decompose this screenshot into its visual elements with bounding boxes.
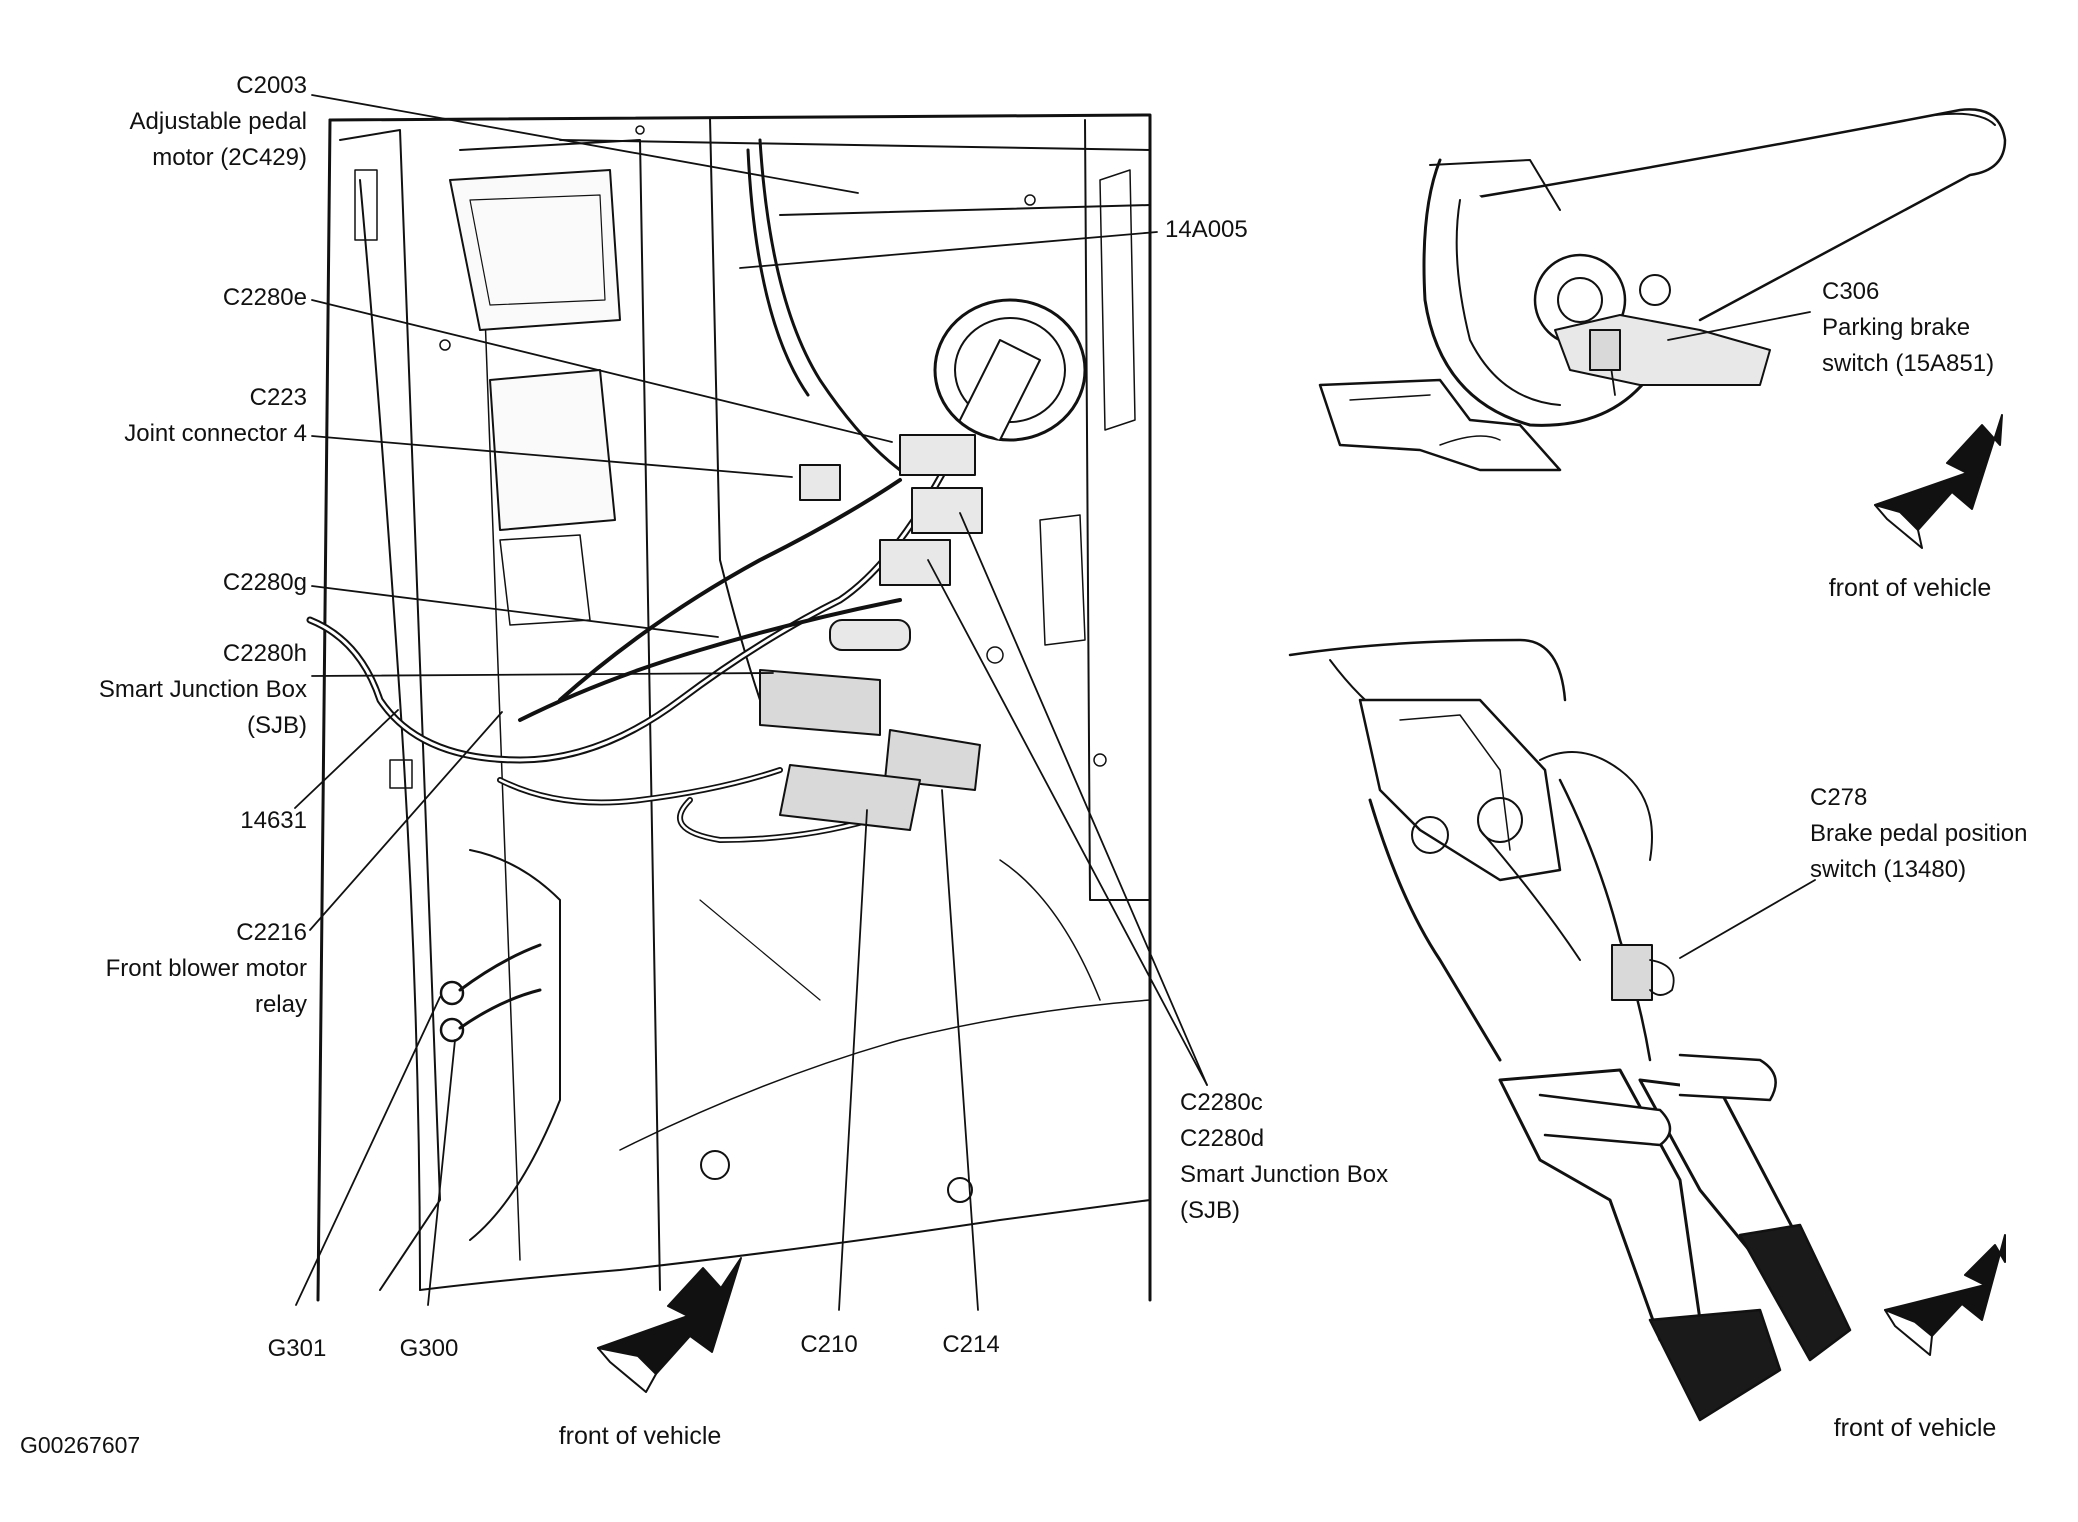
- label-c2280h: C2280h Smart Junction Box (SJB): [99, 636, 307, 744]
- label-c2003-line-2: Adjustable pedal: [129, 108, 307, 135]
- pedal-assembly-illustration: [1288, 638, 1852, 1422]
- leader-c2280c: [959, 512, 1208, 1086]
- main-view-leader-lines: [294, 94, 1208, 1311]
- leader-c214: [941, 789, 979, 1311]
- label-c306: C306 Parking brake switch (15A851): [1822, 274, 1994, 382]
- label-c2003-line-1: C2003: [236, 72, 307, 99]
- leader-g301: [295, 996, 441, 1306]
- label-14631-line-1: 14631: [240, 807, 307, 834]
- label-c2003: C2003 Adjustable pedal motor (2C429): [130, 68, 307, 176]
- front-of-vehicle-label-pedal: front of vehicle: [1833, 1414, 1997, 1442]
- main-view-illustration: [306, 113, 1152, 1302]
- label-c2216-line-1: C2216: [236, 919, 307, 946]
- label-c278: C278 Brake pedal position switch (13480): [1810, 780, 2027, 888]
- direction-arrow-parking-brake: [1874, 414, 2003, 549]
- label-g300-line-1: G300: [399, 1335, 459, 1362]
- label-c306-line-3: switch (15A851): [1822, 350, 1995, 377]
- leader-c2280d: [927, 559, 1208, 1086]
- label-c2280g-line-1: C2280g: [222, 569, 307, 596]
- label-c210-line-1: C210: [800, 1331, 858, 1358]
- leader-c210: [838, 809, 868, 1311]
- label-c278-line-1: C278: [1810, 784, 1868, 811]
- label-14a005: 14A005: [1165, 212, 1248, 248]
- label-c306-line-2: Parking brake: [1822, 314, 1971, 341]
- direction-arrow-pedal: [1884, 1234, 2006, 1356]
- figure-id: G00267607: [20, 1432, 141, 1458]
- leader-c2280h: [311, 672, 774, 677]
- label-c210: C210: [764, 1327, 894, 1363]
- label-c2280h-line-3: (SJB): [247, 712, 307, 739]
- label-c2216: C2216 Front blower motor relay: [106, 915, 307, 1023]
- label-c2280e-line-1: C2280e: [222, 284, 307, 311]
- leader-14631: [294, 709, 399, 809]
- direction-arrow-main: [597, 1257, 742, 1393]
- label-c214: C214: [906, 1327, 1036, 1363]
- label-c2280e: C2280e: [223, 280, 307, 316]
- front-of-vehicle-label-main: front of vehicle: [558, 1422, 722, 1450]
- leader-g300: [427, 1039, 456, 1306]
- label-14a005-line-1: 14A005: [1165, 216, 1248, 243]
- label-c223-line-1: C223: [249, 384, 307, 411]
- label-c306-line-1: C306: [1822, 278, 1880, 305]
- label-c278-line-2: Brake pedal position: [1810, 820, 2028, 847]
- label-c2003-line-3: motor (2C429): [152, 144, 307, 171]
- leader-c2280g: [311, 585, 719, 638]
- label-g301-line-1: G301: [267, 1335, 327, 1362]
- leader-c2003: [311, 94, 859, 194]
- label-c2280cd: C2280c C2280d Smart Junction Box (SJB): [1180, 1085, 1388, 1229]
- leader-c2216: [309, 711, 503, 931]
- label-c2280h-line-1: C2280h: [222, 640, 307, 667]
- leader-c223: [311, 435, 793, 478]
- label-c2280cd-line-4: (SJB): [1180, 1197, 1240, 1224]
- label-c2216-line-2: Front blower motor: [105, 955, 307, 982]
- label-c223-line-2: Joint connector 4: [124, 420, 307, 447]
- label-14631: 14631: [240, 803, 307, 839]
- label-g300: G300: [364, 1331, 494, 1367]
- label-c214-line-1: C214: [942, 1331, 1000, 1358]
- parking-brake-illustration: [1318, 108, 2007, 472]
- label-c2280cd-line-3: Smart Junction Box: [1180, 1161, 1389, 1188]
- leader-c278: [1679, 879, 1816, 959]
- label-c2280g: C2280g: [223, 565, 307, 601]
- leader-c2280e: [311, 299, 893, 443]
- label-c2280cd-line-2: C2280d: [1180, 1125, 1265, 1152]
- label-c2280cd-line-1: C2280c: [1180, 1089, 1263, 1116]
- front-of-vehicle-label-parking-brake: front of vehicle: [1828, 574, 1992, 602]
- label-c223: C223 Joint connector 4: [124, 380, 307, 452]
- label-c2216-line-3: relay: [254, 991, 307, 1018]
- label-c2280h-line-2: Smart Junction Box: [98, 676, 307, 703]
- label-c278-line-3: switch (13480): [1810, 856, 1967, 883]
- leader-14a005: [739, 231, 1158, 269]
- leader-c306: [1667, 311, 1811, 341]
- label-g301: G301: [232, 1331, 362, 1367]
